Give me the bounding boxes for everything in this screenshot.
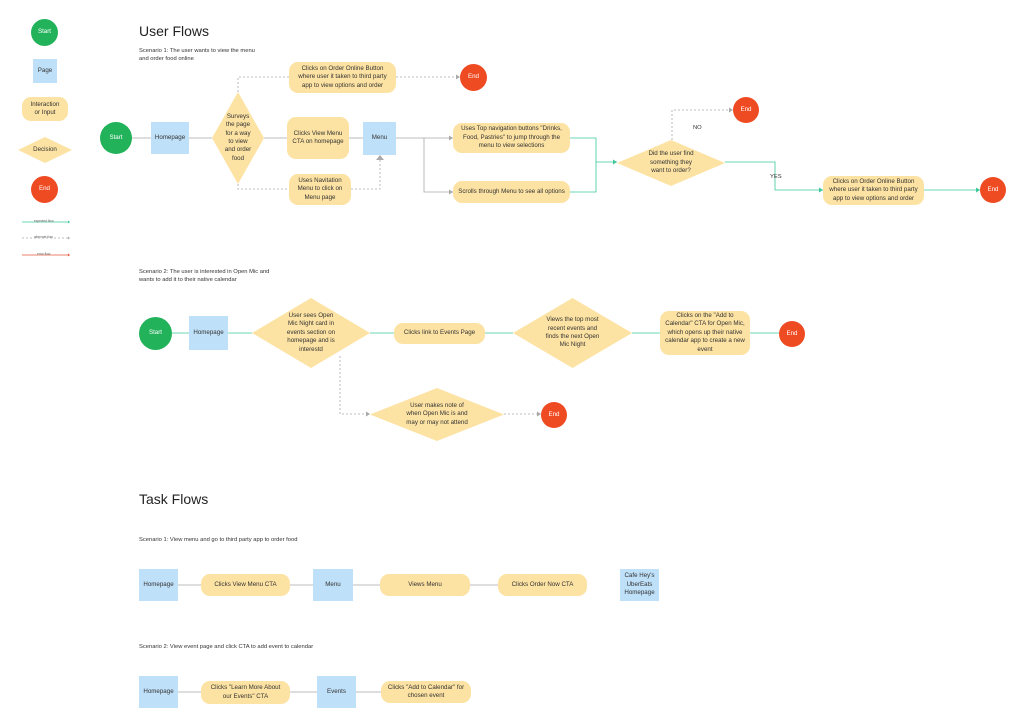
s1-arrow-decision bbox=[613, 159, 617, 165]
legend-end: End bbox=[31, 176, 58, 203]
legend-expected-flow: expected flow bbox=[34, 219, 54, 223]
t1-views-menu: Views Menu bbox=[380, 574, 470, 596]
s1-arrow-topnav bbox=[449, 135, 453, 141]
s1-nav-menu: Uses Navitation Menu to click on Menu pa… bbox=[289, 174, 351, 205]
s1-decision-yes bbox=[725, 161, 823, 191]
decision-shape bbox=[252, 298, 370, 368]
decision-shape bbox=[212, 92, 264, 184]
s1-surveys-decision: Surveys the page for a way to view and o… bbox=[212, 92, 264, 184]
s1-arrow-end-top bbox=[456, 74, 460, 80]
s1-arrow-scroll bbox=[449, 189, 453, 195]
legend-error-flow: error flow bbox=[37, 252, 51, 256]
s1-arrow-end-right bbox=[976, 187, 980, 193]
s2-sees-note bbox=[339, 356, 370, 415]
task-flows-title: Task Flows bbox=[139, 491, 209, 507]
s1-start: Start bbox=[100, 122, 132, 154]
s1-top-nav-buttons: Uses Top navigation buttons "Drinks, Foo… bbox=[453, 123, 570, 153]
t2-homepage: Homepage bbox=[139, 676, 178, 708]
legend-page: Page bbox=[33, 59, 57, 83]
s1-end-no: End bbox=[733, 97, 759, 123]
legend-start: Start bbox=[31, 19, 58, 46]
legend-expected-arrow bbox=[68, 220, 70, 224]
s1-topnav-decision bbox=[570, 137, 617, 163]
t1-homepage: Homepage bbox=[139, 569, 178, 601]
s1-scroll-decision bbox=[570, 162, 597, 193]
s2-add-calendar: Clicks on the "Add to Calendar" CTA for … bbox=[660, 311, 750, 355]
s1-menu-scroll bbox=[423, 138, 453, 193]
s2-sees-card-decision: User sees Open Mic Night card in events … bbox=[252, 298, 370, 368]
t1-ubereats-homepage: Cafe Hey's UberEats Homepage bbox=[620, 569, 659, 601]
s1-arrow-menu bbox=[376, 155, 384, 160]
s1-arrow-yes bbox=[819, 187, 823, 193]
s1-end-right: End bbox=[980, 177, 1006, 203]
task2-caption: Scenario 2: View event page and click CT… bbox=[139, 644, 314, 650]
s1-surveys-navmenu bbox=[237, 184, 289, 190]
s1-surveys-ordertop bbox=[237, 76, 289, 92]
t1-view-menu-cta: Clicks View Menu CTA bbox=[201, 574, 290, 596]
s2-arrow-note bbox=[366, 411, 370, 417]
scenario1-caption: Scenario 1: The user wants to view the m… bbox=[139, 48, 255, 63]
user-flows-title: User Flows bbox=[139, 23, 210, 39]
t1-menu: Menu bbox=[313, 569, 353, 601]
s1-yes-label: YES bbox=[770, 174, 782, 180]
s1-navmenu-menu bbox=[351, 156, 381, 190]
t2-events: Events bbox=[317, 676, 356, 708]
t1-order-now: Clicks Order Now CTA bbox=[498, 574, 587, 596]
s2-views-events-decision: Views the top most recent events and fin… bbox=[513, 298, 632, 368]
t2-learn-more: Clicks "Learn More About our Events" CTA bbox=[201, 681, 290, 704]
decision-shape bbox=[370, 388, 504, 441]
s2-arrow-note-end bbox=[537, 411, 541, 417]
decision-shape bbox=[18, 137, 72, 163]
legend-decision: Decision bbox=[18, 137, 72, 163]
scenario2-caption: Scenario 2: The user is interested in Op… bbox=[139, 269, 270, 284]
s1-order-online-top: Clicks on Order Online Button where user… bbox=[289, 62, 396, 93]
s2-makes-note-decision: User makes note of when Open Mic is and … bbox=[370, 388, 504, 441]
legend-alternate-arrow bbox=[68, 236, 70, 240]
s1-view-menu-cta: Clicks View Menu CTA on homepage bbox=[287, 117, 349, 159]
legend-error-arrow bbox=[68, 253, 70, 257]
s1-arrow-no bbox=[729, 107, 733, 113]
s2-end-main: End bbox=[779, 321, 805, 347]
s2-homepage: Homepage bbox=[189, 316, 228, 350]
s1-end-top: End bbox=[460, 64, 487, 91]
s1-decision-no bbox=[671, 109, 733, 140]
s2-start: Start bbox=[139, 317, 172, 350]
s2-events-link: Clicks link to Events Page bbox=[394, 323, 485, 344]
task1-caption: Scenario 1: View menu and go to third pa… bbox=[139, 537, 298, 543]
s1-menu: Menu bbox=[363, 122, 396, 155]
s2-end-note: End bbox=[541, 402, 567, 428]
s1-no-label: NO bbox=[693, 125, 702, 131]
s1-order-online-right: Clicks on Order Online Button where user… bbox=[823, 176, 924, 205]
s1-scrolls-menu: Scrolls through Menu to see all options bbox=[453, 181, 570, 203]
decision-shape bbox=[513, 298, 632, 368]
t2-add-calendar: Clicks "Add to Calendar" for chosen even… bbox=[381, 681, 471, 703]
legend-interaction: Interaction or Input bbox=[22, 97, 68, 121]
s1-homepage: Homepage bbox=[151, 122, 189, 154]
legend-alternate-flow: alternate flow bbox=[34, 235, 53, 239]
decision-shape bbox=[617, 140, 725, 186]
s1-did-find-decision: Did the user find something they want to… bbox=[617, 140, 725, 186]
